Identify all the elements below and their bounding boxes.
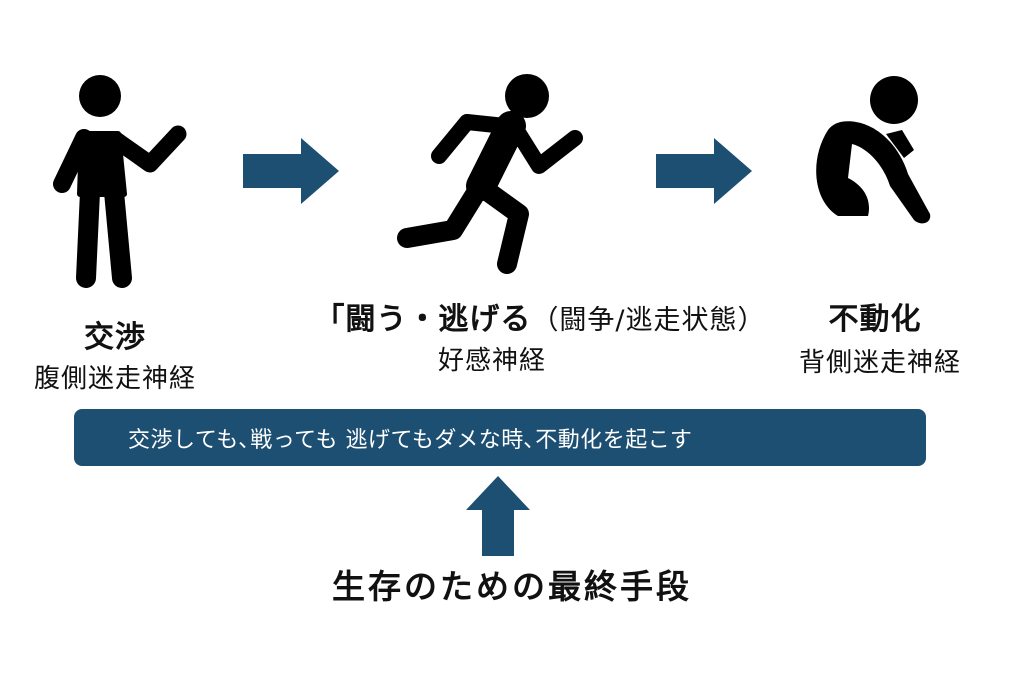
stage-title-fight-flight-main: 「闘う・逃げる <box>314 302 532 337</box>
stage-subtitle-ventral-vagal: 腹側迷走神経 <box>33 364 196 394</box>
arrow-right-icon <box>656 138 752 204</box>
running-person-icon <box>397 74 583 274</box>
final-caption: 生存のための最終手段 <box>332 567 692 606</box>
stage-title-fight-flight-paren: （闘争/逃走状態） <box>531 305 766 336</box>
summary-banner: 交渉しても､戦っても 逃げてもダメな時､不動化を起こす <box>74 409 926 466</box>
arrow-right-icon <box>243 138 339 204</box>
standing-person-icon <box>53 75 187 288</box>
crouching-person-icon <box>816 76 931 224</box>
stage-title-negotiation: 交渉 <box>84 320 146 355</box>
stage-subtitle-sympathetic: 好感神経 <box>437 346 546 376</box>
summary-banner-text: 交渉しても､戦っても 逃げてもダメな時､不動化を起こす <box>128 427 693 453</box>
stage-subtitle-dorsal-vagal: 背側迷走神経 <box>798 348 961 378</box>
arrow-up-icon <box>466 476 530 556</box>
stage-title-fight-flight: 「闘う・逃げる（闘争/逃走状態） <box>280 294 800 338</box>
stage-title-immobilization: 不動化 <box>828 302 922 337</box>
